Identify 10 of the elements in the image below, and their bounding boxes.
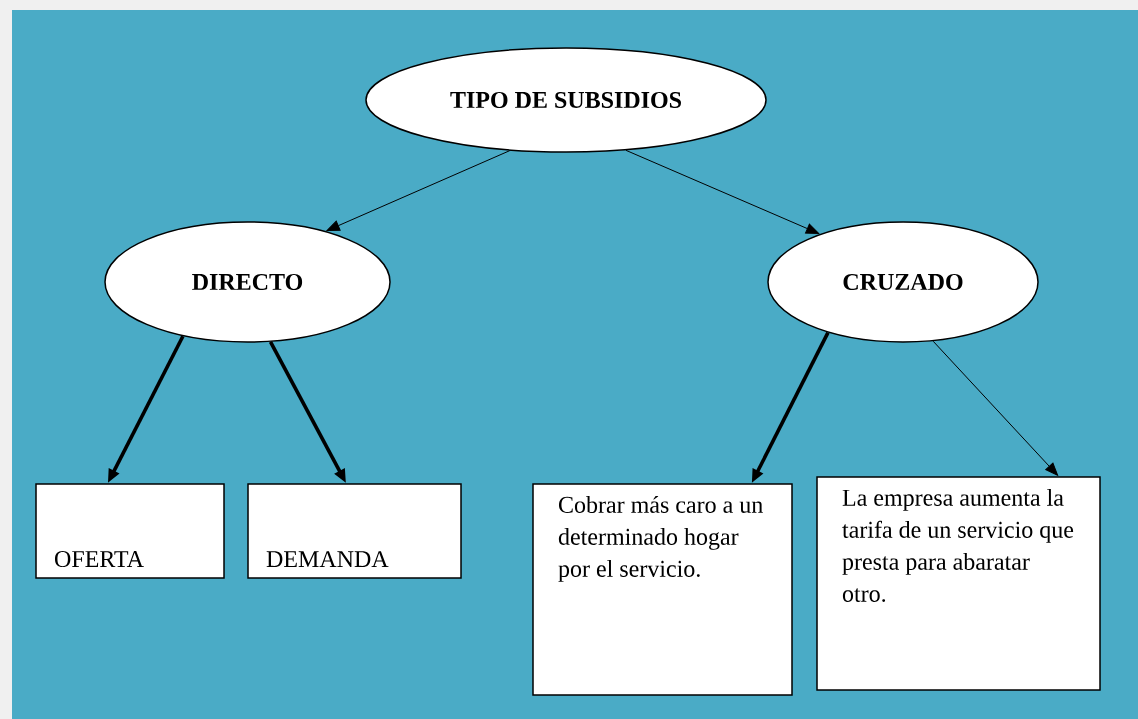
ellipse-node: TIPO DE SUBSIDIOS: [365, 47, 767, 153]
arrow: [932, 340, 1059, 476]
text-box: OFERTA: [35, 483, 225, 579]
arrow: [326, 150, 511, 232]
arrow: [625, 149, 820, 234]
text-box: DEMANDA: [247, 483, 462, 579]
ellipse-node: CRUZADO: [767, 221, 1039, 343]
ellipse-node: DIRECTO: [104, 221, 391, 343]
text-box: La empresa aumenta la tarifa de un servicio que presta para abaratar otro.: [816, 476, 1101, 691]
text-box: Cobrar más caro a un determinado hogar por el servicio.: [532, 483, 793, 696]
